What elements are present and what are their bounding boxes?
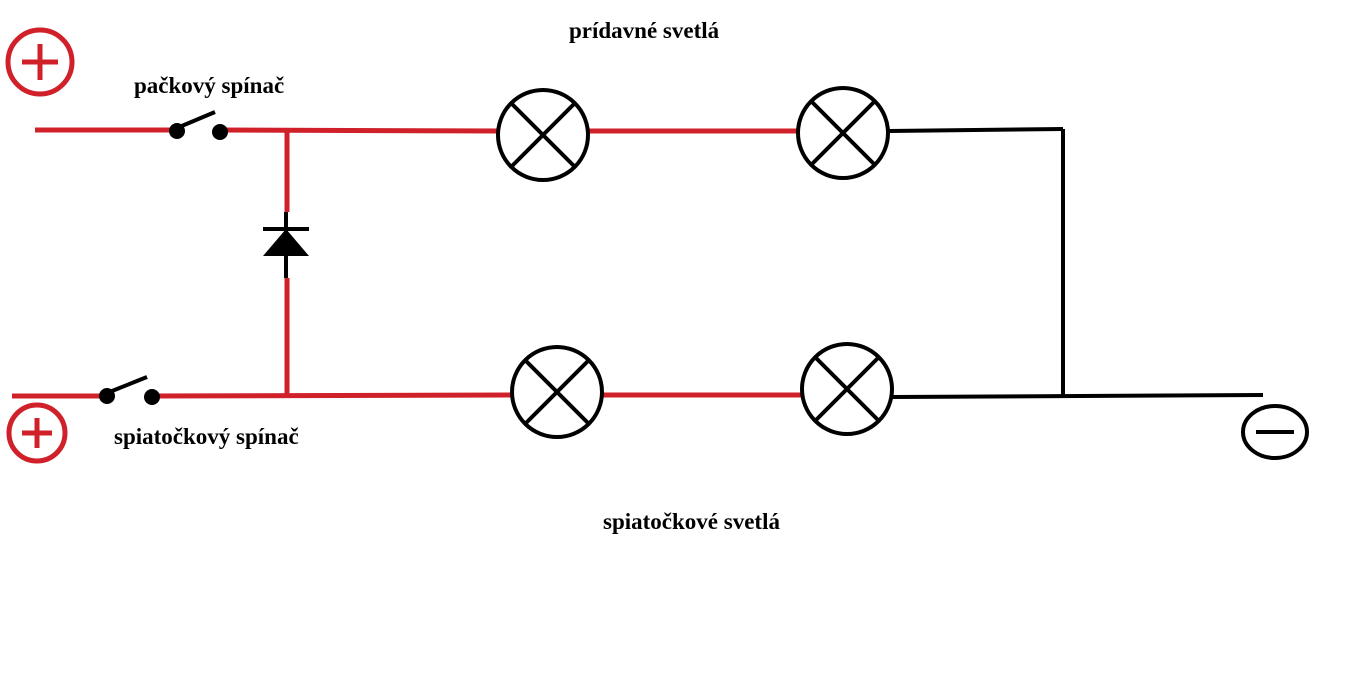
positive-terminal-bottom — [6, 402, 68, 464]
negative-wire — [887, 127, 1264, 399]
lamp-top-1 — [496, 88, 590, 182]
top-lights-label: prídavné svetlá — [569, 18, 720, 43]
reverse-lights-label: spiatočkové svetlá — [603, 509, 780, 534]
negative-terminal — [1241, 404, 1309, 460]
lamp-bottom-2 — [800, 342, 894, 436]
positive-terminal-top — [5, 27, 75, 97]
bottom-positive-wire — [12, 392, 802, 399]
lever-switch — [169, 110, 228, 140]
lamp-top-2 — [796, 86, 890, 180]
reverse-switch-label: spiatočkový spínač — [114, 424, 299, 449]
diode — [263, 212, 309, 278]
top-positive-wire — [35, 127, 798, 134]
lever-switch-label: pačkový spínač — [134, 73, 285, 98]
lamp-bottom-1 — [510, 345, 604, 439]
reverse-switch — [99, 375, 160, 405]
